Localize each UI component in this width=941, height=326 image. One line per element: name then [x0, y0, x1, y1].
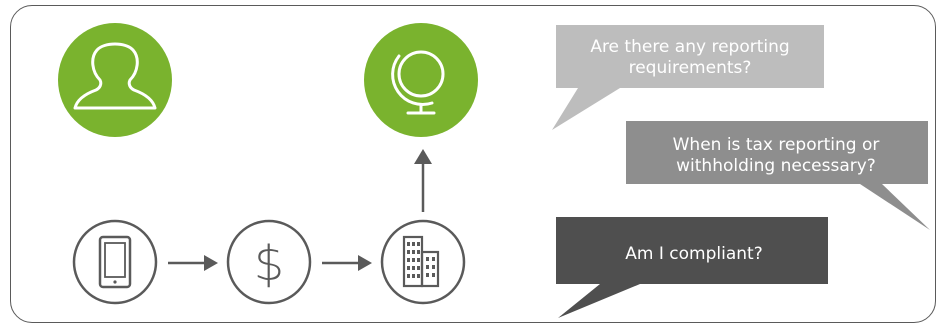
svg-text:$: $ [254, 236, 285, 292]
globe-icon [364, 23, 478, 137]
diagram-frame [10, 5, 936, 323]
dollar-sign-icon: $ [226, 219, 312, 305]
speech-bubble-compliant [556, 217, 828, 318]
speech-bubble-reporting [552, 25, 824, 130]
bubble-text-tax: When is tax reporting or withholding nec… [672, 135, 880, 176]
arrow-up-icon [414, 149, 432, 212]
bubble-text-compliant: Am I compliant? [625, 244, 763, 264]
bubble-text-reporting: Are there any reporting requirements? [590, 37, 790, 78]
office-buildings-icon [380, 219, 466, 305]
arrow-right-icon [322, 255, 372, 271]
speech-bubble-tax [626, 121, 930, 230]
mobile-phone-icon [72, 219, 158, 305]
person-icon [58, 23, 172, 137]
arrow-right-icon [168, 255, 218, 271]
